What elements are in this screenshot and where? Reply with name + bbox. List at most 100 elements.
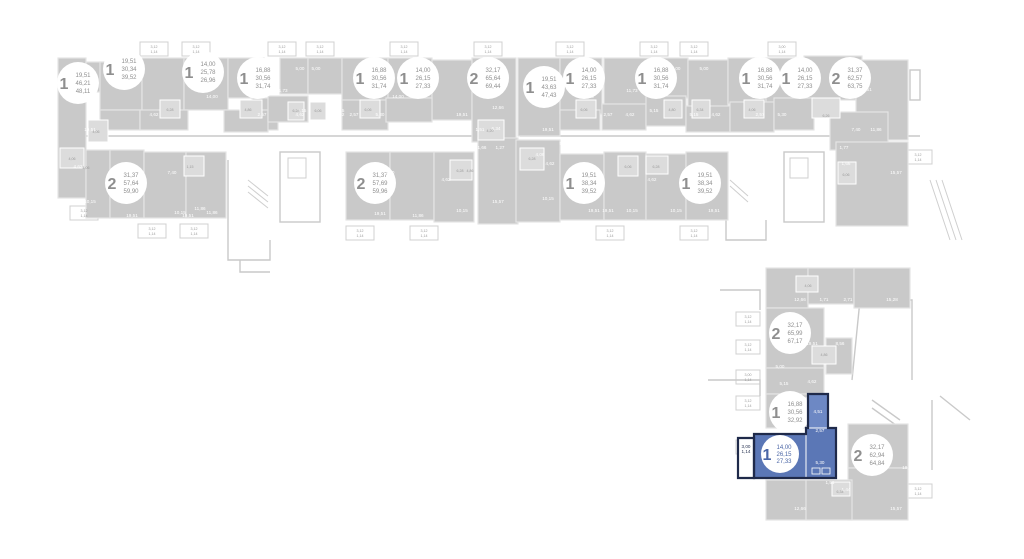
- balcony: [639, 41, 669, 57]
- room-area-label: 12,66: [794, 506, 806, 511]
- balcony: [409, 225, 439, 241]
- room: [385, 97, 433, 123]
- room-area-label: 11,73: [360, 90, 372, 95]
- elevator-shaft: [783, 151, 825, 223]
- area-value: 14,00: [415, 68, 431, 74]
- room-area-label: 14,00: [206, 94, 218, 99]
- room-area-label: 4,06: [536, 152, 545, 157]
- wall: [931, 395, 971, 470]
- room-count: 1: [682, 176, 691, 193]
- room-area-label: 19,51: [806, 341, 818, 346]
- room-area-label: 19,51: [588, 208, 600, 213]
- room-area-label: 19,51: [182, 213, 194, 218]
- room: [773, 97, 815, 131]
- balcony-area-label: 3,12: [651, 45, 658, 49]
- bathroom: [309, 101, 327, 121]
- area-value: 26,15: [581, 76, 597, 82]
- balcony-area-label: 1,14: [279, 50, 286, 54]
- bathroom: [519, 147, 545, 171]
- stair-icon: [247, 179, 269, 209]
- bathroom: [691, 99, 711, 119]
- balcony: [679, 41, 709, 57]
- balcony-area-label: 1,14: [81, 214, 88, 218]
- area-value: 39,52: [697, 189, 713, 195]
- room-area-label: 5,00: [672, 66, 681, 71]
- bathroom: [663, 99, 683, 119]
- room-area-label: 19,51: [860, 87, 872, 92]
- bathroom: [645, 155, 669, 175]
- wet-area-label: 6,06: [365, 108, 372, 112]
- bathroom: [795, 275, 819, 293]
- badge-circle: [397, 57, 439, 99]
- bathroom: [811, 345, 837, 365]
- room-area-label: 10,15: [670, 208, 682, 213]
- badge-circle: [103, 48, 145, 90]
- wet-area-label: 4,06: [83, 166, 90, 170]
- selected-kitchen[interactable]: [805, 427, 837, 479]
- room-count: 1: [566, 176, 575, 193]
- room-area-label: 6,34: [492, 126, 501, 131]
- balcony-area-label: 3,12: [151, 45, 158, 49]
- area-value: 19,51: [541, 77, 557, 83]
- room-count: 2: [470, 71, 479, 88]
- badge-circle: [353, 57, 395, 99]
- balcony: [735, 311, 761, 327]
- room-area-label: 14,00: [752, 94, 764, 99]
- sink-icon: [821, 467, 831, 475]
- room-count: 1: [782, 71, 791, 88]
- balcony-area-label: 1,14: [191, 232, 198, 236]
- balcony-area-label: 3,12: [745, 343, 752, 347]
- area-value: 47,43: [541, 93, 557, 99]
- balcony-area-label: 3,12: [279, 45, 286, 49]
- balcony-area-label: 1,14: [745, 404, 752, 408]
- area-value: 39,52: [581, 189, 597, 195]
- area-value: 65,64: [485, 76, 501, 82]
- area-value: 19,51: [121, 59, 137, 65]
- balcony: [679, 225, 709, 241]
- stair-outline: [227, 160, 271, 273]
- room-area-label: 5,15: [336, 108, 345, 113]
- selected-area-value: 26,15: [776, 452, 792, 458]
- area-value: 30,56: [255, 76, 271, 82]
- balcony-area-label: 1,14: [915, 492, 922, 496]
- balcony-area-label: 1,14: [193, 50, 200, 54]
- area-value: 26,96: [200, 78, 216, 84]
- balcony: [735, 339, 761, 355]
- balcony-area-label: 3,12: [567, 45, 574, 49]
- balcony-area-label: 1,14: [651, 50, 658, 54]
- selected-room-count: 1: [763, 447, 772, 464]
- area-value: 31,74: [371, 84, 387, 90]
- wet-area-label: 4,06: [93, 130, 100, 134]
- balcony-outline: [708, 289, 761, 396]
- badge-circle: [635, 57, 677, 99]
- stair-icon: [729, 179, 749, 203]
- room: [601, 103, 647, 131]
- room-area-label: 11,86: [412, 213, 424, 218]
- room-area-label: 11,86: [206, 210, 218, 215]
- room: [431, 59, 473, 121]
- room-area-label: 4,62: [442, 177, 451, 182]
- stair-outline: [851, 299, 913, 429]
- area-value: 30,56: [787, 410, 803, 416]
